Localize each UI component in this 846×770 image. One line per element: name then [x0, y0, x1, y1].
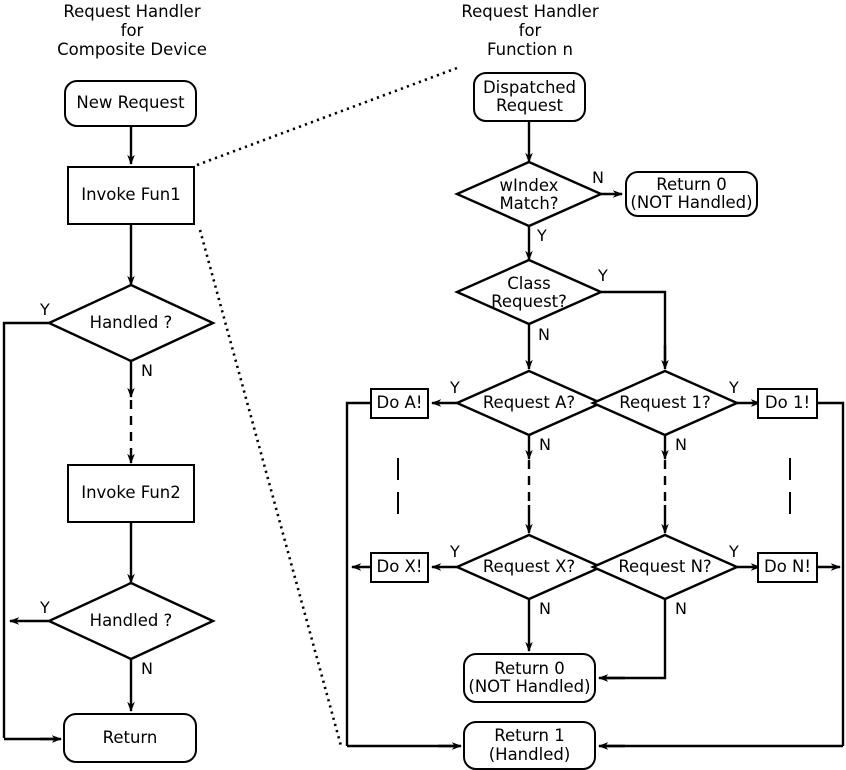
label-handled1-no: N [141, 361, 153, 380]
label-requesta-yes: Y [450, 378, 460, 397]
left-title-line-2: for [120, 21, 144, 41]
dotted-connector-top [196, 66, 458, 167]
node-return1[interactable]: Return 1 (Handled) [463, 721, 596, 770]
edge-handled1-yes [2, 321, 60, 738]
node-do-a[interactable]: Do A! [370, 388, 429, 419]
node-dispatched-request-line-2: Request [495, 96, 564, 115]
node-dispatched-request-line-1: Dispatched [482, 77, 577, 97]
label-class-yes: Y [598, 266, 608, 285]
node-do-x[interactable]: Do X! [370, 552, 429, 583]
node-do-1-label: Do 1! [764, 393, 811, 413]
node-return0-windex[interactable]: Return 0 (NOT Handled) [625, 171, 758, 217]
left-title-line-1: Request Handler [63, 2, 201, 21]
diamond-handled2 [46, 581, 216, 661]
edge-doa-to-leftrail [345, 401, 370, 746]
dotted-connector-bottom [198, 229, 343, 747]
label-handled1-yes: Y [40, 300, 50, 319]
label-requestx-no: N [539, 599, 551, 618]
label-handled2-no: N [141, 659, 153, 678]
node-invoke-fun1[interactable]: Invoke Fun1 [67, 166, 195, 225]
node-invoke-fun2-label: Invoke Fun2 [81, 483, 181, 503]
diamond-windex [454, 160, 604, 228]
label-requestn-yes: Y [729, 542, 739, 561]
diamond-request-a [454, 369, 604, 437]
label-requesta-no: N [539, 435, 551, 454]
diamond-request-1 [590, 369, 740, 437]
ellipsis-mark-left-1 [397, 458, 400, 480]
diamond-class-request [454, 258, 604, 326]
node-return0-bottom[interactable]: Return 0 (NOT Handled) [463, 653, 596, 703]
right-title-line-3: Function n [487, 40, 573, 60]
node-return0-windex-line-2: (NOT Handled) [630, 193, 753, 212]
right-title-line-1: Request Handler [461, 2, 599, 21]
ellipsis-mark-right-2 [789, 492, 792, 514]
node-invoke-fun2[interactable]: Invoke Fun2 [67, 464, 195, 523]
label-class-no: N [538, 325, 550, 344]
node-do-1[interactable]: Do 1! [757, 388, 818, 419]
edge-requestn-no [602, 599, 667, 680]
node-do-n-label: Do N! [763, 557, 811, 577]
node-do-a-label: Do A! [376, 393, 423, 413]
node-invoke-fun1-label: Invoke Fun1 [81, 185, 181, 205]
left-panel-title: Request Handler for Composite Device [36, 2, 228, 59]
edge-class-yes [601, 290, 667, 366]
diamond-request-x [454, 533, 604, 601]
node-new-request-label: New Request [76, 93, 185, 113]
right-panel-title: Request Handler for Function n [434, 2, 626, 59]
node-do-x-label: Do X! [376, 557, 423, 577]
node-return1-line-2: (Handled) [488, 744, 571, 764]
diamond-handled1 [46, 283, 216, 363]
label-requestx-yes: Y [450, 542, 460, 561]
label-request1-no: N [675, 435, 687, 454]
node-return1-line-1: Return 1 [494, 726, 565, 746]
ellipsis-mark-right-1 [789, 458, 792, 480]
label-request1-yes: Y [729, 378, 739, 397]
label-windex-no: N [592, 168, 604, 187]
node-return0-windex-line-1: Return 0 [656, 174, 727, 194]
label-handled2-yes: Y [40, 598, 50, 617]
node-return0-bottom-line-1: Return 0 [494, 658, 565, 678]
left-title-line-3: Composite Device [57, 40, 207, 60]
right-title-line-2: for [518, 21, 542, 41]
node-return0-bottom-line-2: (NOT Handled) [468, 677, 591, 696]
diamond-request-n [590, 533, 740, 601]
edge-do1-to-rightrail [818, 401, 845, 746]
node-new-request[interactable]: New Request [64, 80, 197, 127]
label-windex-yes: Y [537, 226, 547, 245]
node-do-n[interactable]: Do N! [757, 552, 818, 583]
ellipsis-mark-left-2 [397, 492, 400, 514]
node-dispatched-request[interactable]: Dispatched Request [473, 72, 586, 122]
node-return-label: Return [102, 727, 158, 747]
label-requestn-no: N [675, 599, 687, 618]
node-return[interactable]: Return [63, 713, 197, 763]
